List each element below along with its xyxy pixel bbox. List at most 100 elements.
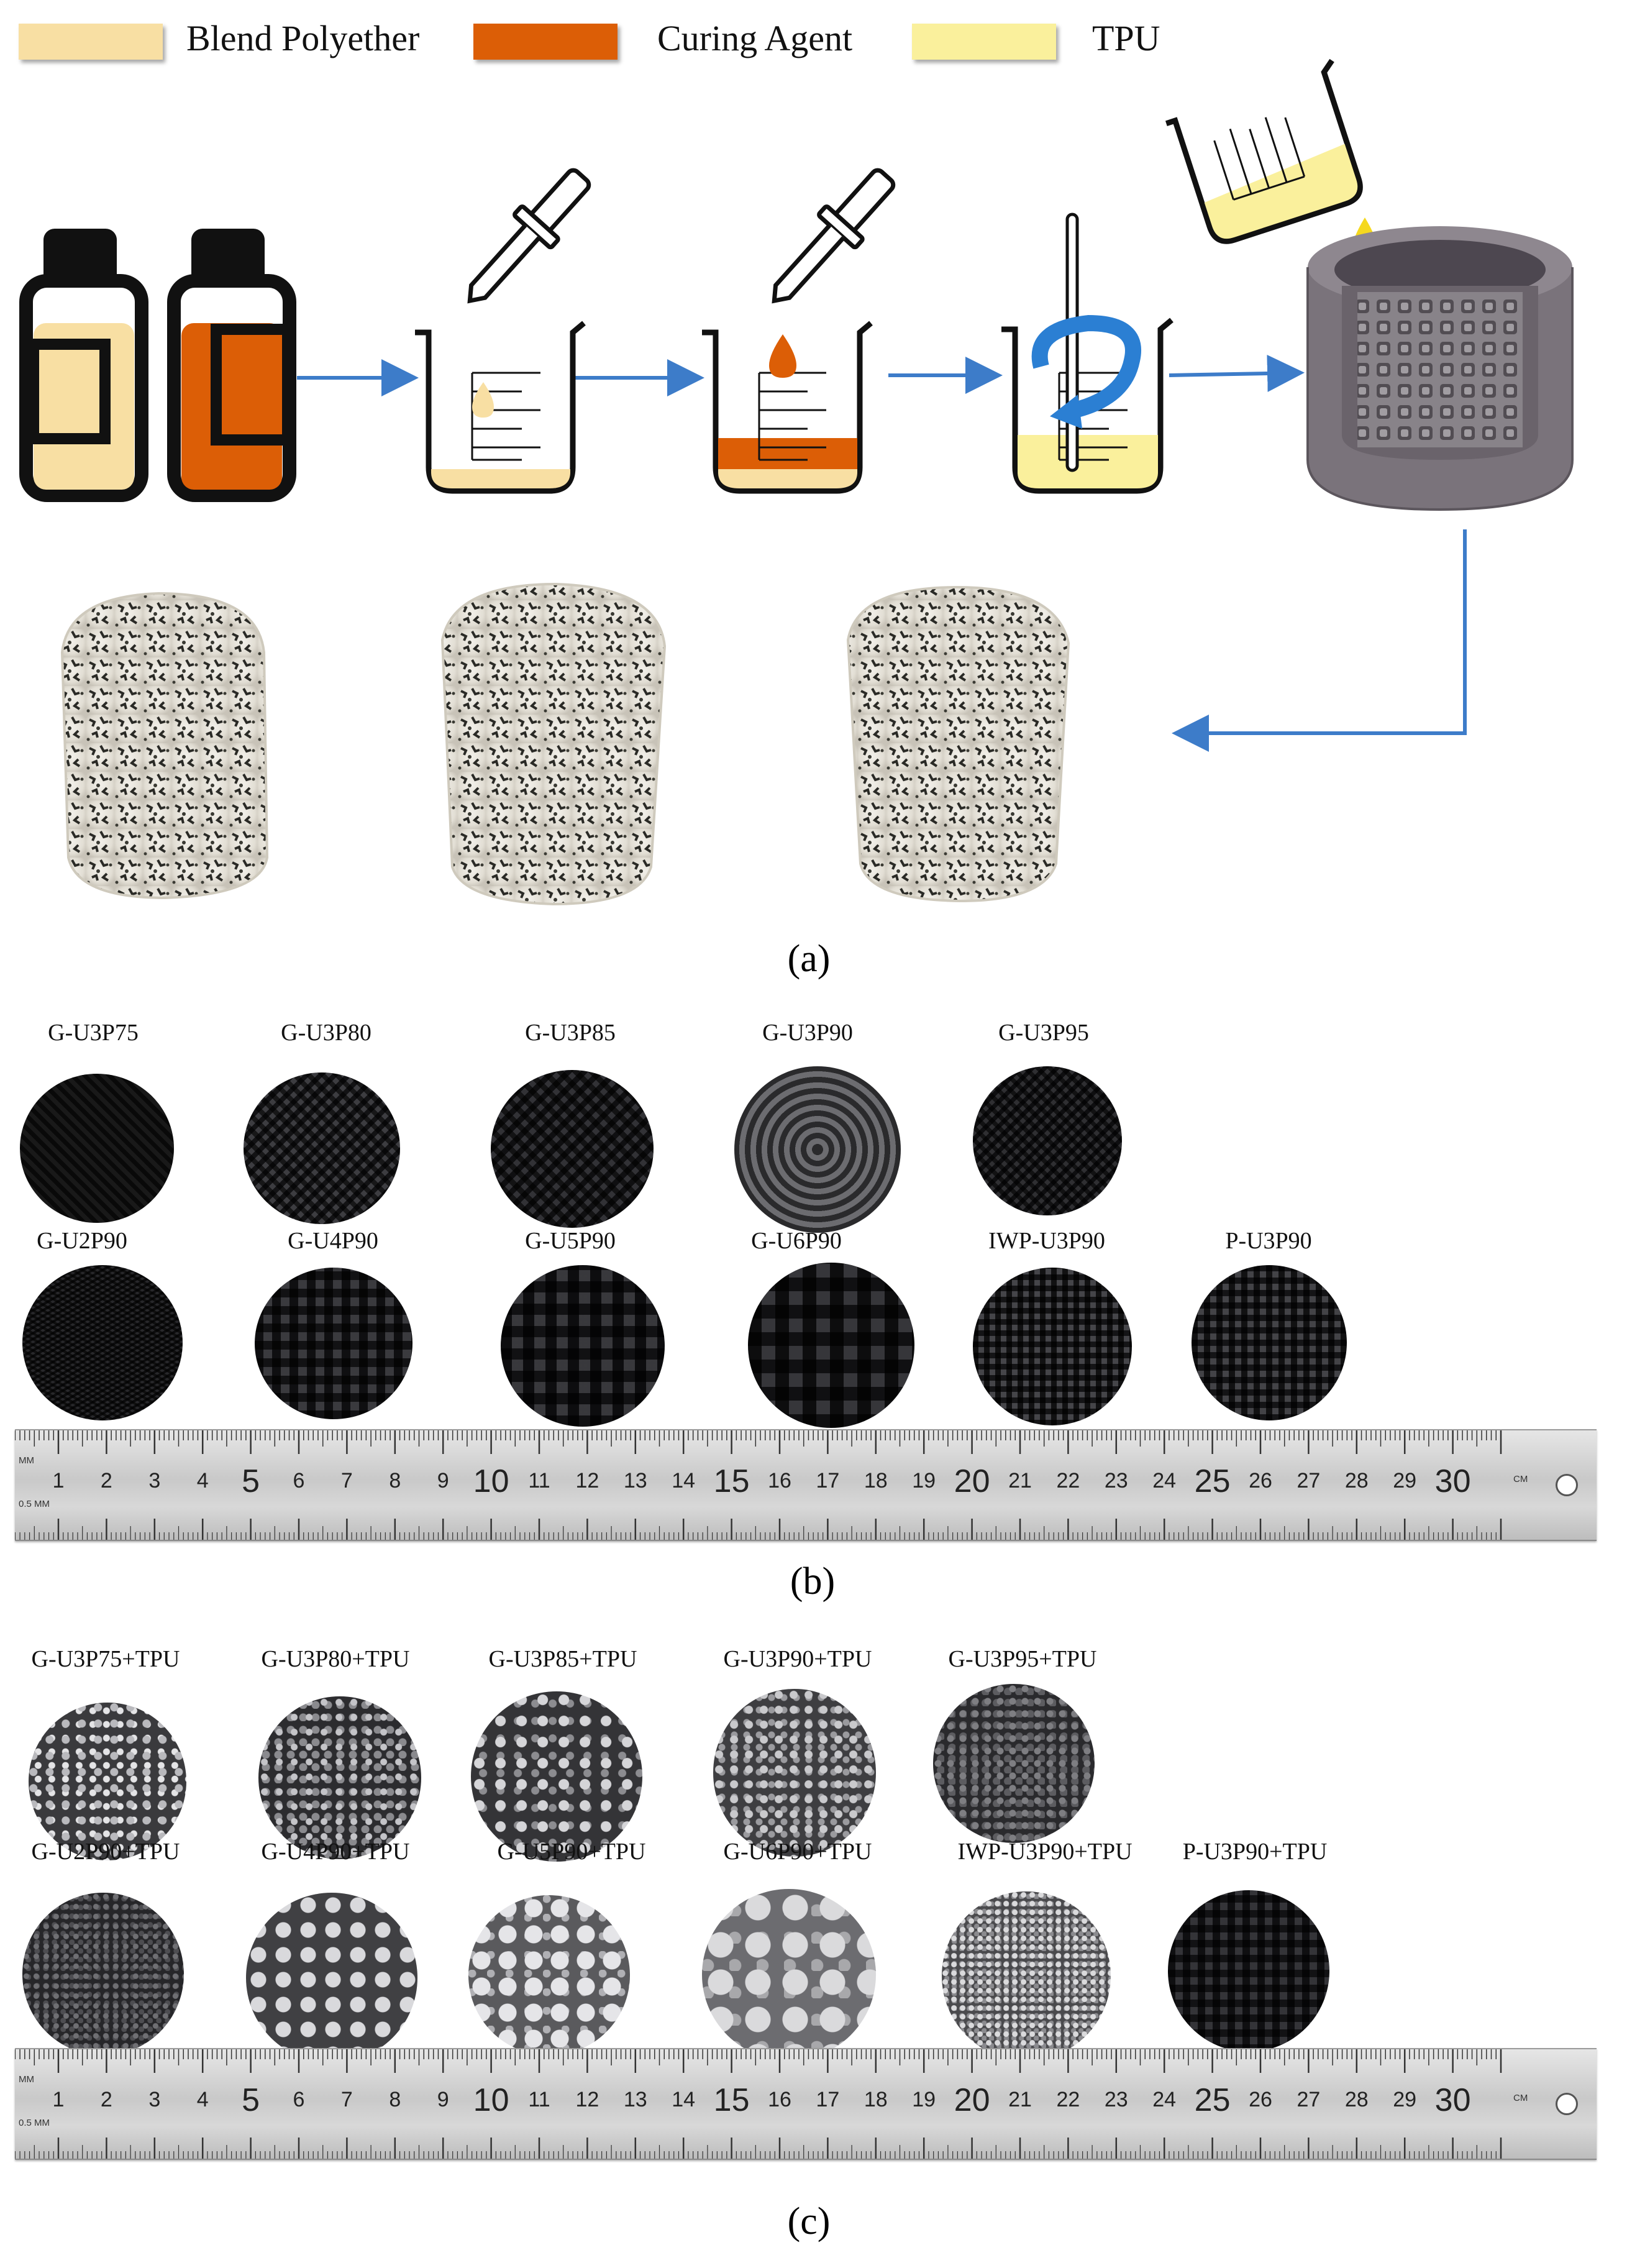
tpu-sample — [29, 1703, 186, 1860]
sample-label: G-U6P90 — [751, 1228, 842, 1254]
ruler-number: 5 — [242, 2082, 260, 2118]
dropper-1-icon — [467, 168, 591, 304]
arrow-4 — [1169, 354, 1305, 392]
sample-label: IWP-U3P90+TPU — [957, 1839, 1133, 1865]
ruler-number: 30 — [1434, 2082, 1471, 2118]
sample-label: G-U4P90 — [288, 1228, 378, 1254]
ruler-number: 28 — [1344, 1469, 1369, 1493]
ruler-number: 23 — [1104, 2088, 1128, 2111]
tpu-sample — [468, 1895, 630, 2055]
beaker-2-icon — [702, 321, 873, 494]
ruler-c-hole — [1556, 2093, 1578, 2115]
beaker-1-icon — [415, 321, 586, 494]
ruler-b-unit-mm: MM — [19, 1455, 34, 1466]
ruler-b-hole — [1556, 1474, 1578, 1496]
tpu-sample — [713, 1689, 876, 1857]
sample-label: G-U3P90+TPU — [723, 1646, 872, 1672]
tpu-sample — [471, 1691, 642, 1862]
foam-sample-3 — [846, 585, 1070, 903]
legend-label-tpu: TPU — [1092, 18, 1160, 58]
sample-label: G-U3P85 — [525, 1020, 616, 1046]
sample-label: G-U3P75+TPU — [31, 1646, 180, 1672]
stirring-rod-icon — [1065, 213, 1079, 472]
ruler-number: 20 — [954, 2082, 990, 2118]
ruler-number: 20 — [954, 1463, 990, 1499]
ruler-number: 27 — [1297, 2088, 1321, 2111]
ruler-number: 25 — [1194, 2082, 1231, 2118]
ruler-number: 5 — [242, 1463, 260, 1499]
ruler-number: 3 — [148, 2088, 161, 2111]
sample-label: G-U3P85+TPU — [488, 1646, 637, 1672]
ruler-number: 19 — [912, 2088, 936, 2111]
sample-label: G-U5P90+TPU — [497, 1839, 646, 1865]
ruler-number: 13 — [623, 2088, 647, 2111]
sample-label: P-U3P90 — [1225, 1228, 1312, 1254]
ruler-number: 8 — [389, 2088, 401, 2111]
ruler-number: 21 — [1008, 2088, 1032, 2111]
ruler-number: 14 — [672, 2088, 696, 2111]
ruler-number: 3 — [148, 1469, 161, 1493]
sample-label: P-U3P90+TPU — [1182, 1839, 1328, 1865]
tpu-sample — [1168, 1890, 1329, 2052]
tpu-sample — [942, 1891, 1111, 2060]
ruler-number: 30 — [1434, 1463, 1471, 1499]
sample-label: G-U4P90+TPU — [261, 1839, 410, 1865]
scaffold-sample — [244, 1072, 400, 1224]
bottle-blend-polyether-icon — [19, 229, 148, 502]
scaffold-sample — [1192, 1265, 1347, 1420]
sample-label: G-U2P90 — [37, 1228, 127, 1254]
foam-sample-2 — [440, 582, 667, 906]
sample-label: G-U6P90+TPU — [723, 1839, 872, 1865]
ruler-number: 21 — [1008, 1469, 1032, 1493]
scaffold-sample — [734, 1066, 901, 1233]
mold-icon — [1306, 226, 1574, 511]
scaffold-sample — [973, 1066, 1122, 1215]
ruler-c-ticks — [15, 2049, 1502, 2159]
ruler-number: 11 — [528, 1469, 550, 1493]
sample-label: G-U3P95 — [998, 1020, 1089, 1046]
ruler-number: 1 — [52, 2088, 65, 2111]
ruler-number: 27 — [1297, 1469, 1321, 1493]
ruler-number: 19 — [912, 1469, 936, 1493]
ruler-number: 11 — [528, 2088, 550, 2111]
tpu-sample — [22, 1893, 184, 2055]
scaffold-sample — [255, 1268, 412, 1419]
scaffold-sample — [501, 1265, 665, 1427]
ruler-number: 17 — [816, 1469, 840, 1493]
ruler-number: 2 — [100, 1469, 112, 1493]
legend-label-curing-agent: Curing Agent — [657, 18, 853, 58]
ruler-number: 8 — [389, 1469, 401, 1493]
ruler-number: 23 — [1104, 1469, 1128, 1493]
sample-label: G-U3P80 — [281, 1020, 371, 1046]
ruler-number: 24 — [1152, 2088, 1177, 2111]
beaker-3-icon — [1001, 318, 1174, 494]
pouring-beaker-icon — [1165, 58, 1363, 244]
dropper-2-icon — [772, 168, 896, 304]
ruler-number: 9 — [437, 1469, 449, 1493]
stir-swirl-icon — [1031, 314, 1141, 429]
ruler-number: 14 — [672, 1469, 696, 1493]
panel-label-c: (c) — [787, 2200, 831, 2243]
ruler-number: 18 — [864, 2088, 888, 2111]
ruler-c-unit-mm: MM — [19, 2074, 34, 2085]
legend-item-tpu: TPU — [912, 12, 1223, 75]
ruler-c-unit-half-mm: 0.5 MM — [19, 2118, 50, 2128]
sample-label: G-U3P75 — [48, 1020, 139, 1046]
legend-item-blend-polyether: Blend Polyether — [19, 12, 453, 75]
ruler-number: 22 — [1056, 2088, 1080, 2111]
ruler-number: 7 — [340, 1469, 353, 1493]
ruler-b-unit-cm: CM — [1513, 1474, 1528, 1484]
legend-item-curing-agent: Curing Agent — [473, 12, 908, 75]
process-diagram — [19, 58, 1574, 906]
ruler-b-unit-half-mm: 0.5 MM — [19, 1499, 50, 1509]
ruler-number: 29 — [1393, 2088, 1417, 2111]
tpu-sample — [246, 1893, 417, 2063]
ruler-number: 2 — [100, 2088, 112, 2111]
ruler-number: 24 — [1152, 1469, 1177, 1493]
ruler-number: 10 — [473, 1463, 509, 1499]
sample-label: G-U2P90+TPU — [31, 1839, 180, 1865]
sample-label: G-U3P80+TPU — [261, 1646, 410, 1672]
ruler-c-unit-cm: CM — [1513, 2093, 1528, 2103]
